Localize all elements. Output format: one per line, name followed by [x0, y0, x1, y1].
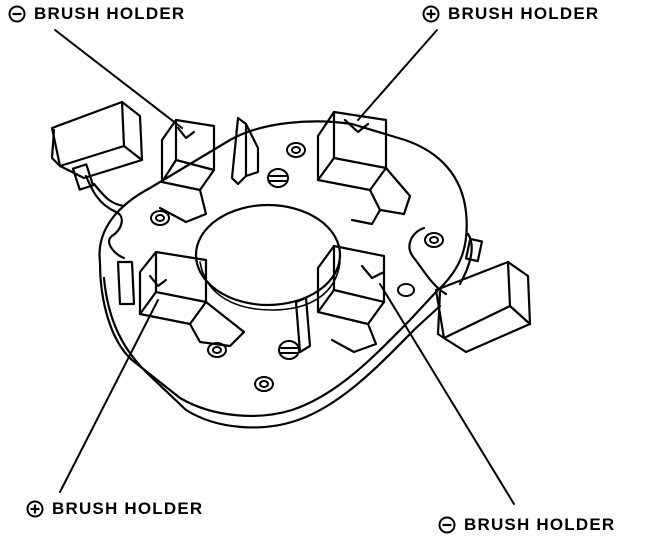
screw-top: [267, 168, 289, 188]
hole-far-right: [397, 283, 415, 297]
base-plate: [98, 120, 468, 429]
brush-holder-top-left: [158, 116, 260, 224]
plus-circle-icon: [422, 5, 440, 23]
callout-bottom-right-label: BRUSH HOLDER: [464, 515, 616, 534]
brush-lead-right: [408, 226, 448, 296]
brush-lead-left: [84, 174, 126, 260]
minus-circle-icon: [438, 516, 456, 534]
leader-line-top-left: [54, 29, 183, 129]
callout-top-right: BRUSH HOLDER: [422, 4, 599, 24]
callout-top-right-label: BRUSH HOLDER: [448, 4, 600, 23]
hole-left: [150, 210, 170, 226]
hole-lower-left: [207, 342, 227, 358]
brush-holder-bottom-right: [294, 244, 386, 354]
callout-top-left: BRUSH HOLDER: [8, 4, 185, 24]
brush-left: [50, 100, 144, 260]
minus-circle-icon: [8, 5, 26, 23]
hole-top: [286, 142, 306, 158]
leader-lines: [54, 29, 515, 505]
hole-bottom: [254, 376, 274, 392]
leader-line-top-right: [357, 29, 438, 121]
brush-right: [408, 226, 532, 354]
callout-bottom-right: BRUSH HOLDER: [438, 515, 615, 535]
base-plate-lower-edge: [102, 276, 442, 429]
leader-line-bottom-right: [379, 283, 515, 505]
center-hole: [194, 203, 342, 307]
callout-top-left-label: BRUSH HOLDER: [34, 4, 186, 23]
center-hole-inner-rim: [199, 261, 341, 311]
callout-bottom-left-label: BRUSH HOLDER: [52, 499, 204, 518]
brush-holder-bottom-left: [116, 250, 246, 348]
leader-line-bottom-left: [59, 299, 159, 493]
hole-right: [424, 232, 444, 248]
mounting-holes: [150, 142, 444, 392]
screw-bottom: [278, 340, 300, 360]
brush-holder-top-right: [316, 110, 412, 226]
callout-bottom-left: BRUSH HOLDER: [26, 499, 203, 519]
plus-circle-icon: [26, 500, 44, 518]
base-plate-outline: [98, 120, 468, 417]
